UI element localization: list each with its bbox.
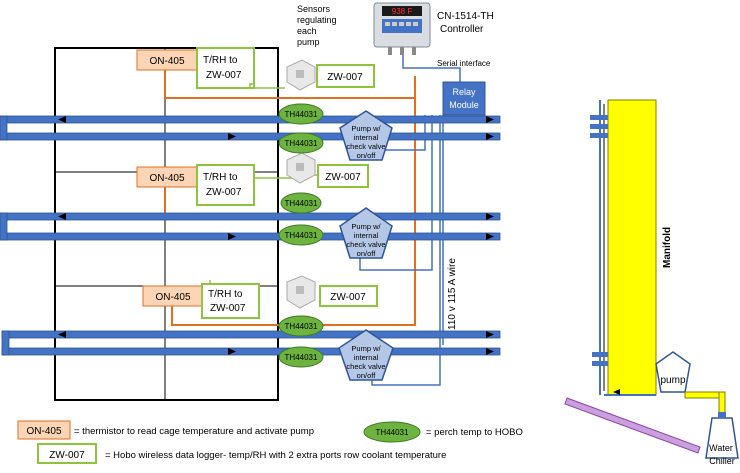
svg-text:ZW-007: ZW-007 [206,70,242,81]
sensors-caption: Sensors regulating each pump [297,4,337,47]
svg-text:pump: pump [660,375,685,386]
svg-text:Relay: Relay [452,87,476,97]
svg-text:on/off: on/off [357,151,377,160]
svg-text:TH44031: TH44031 [285,199,318,208]
pump-1: Pump w/ internal check valve on/off [339,110,393,161]
coolant-pipes [0,115,501,356]
flow-arrows [58,116,494,355]
svg-text:check valve: check valve [346,240,385,249]
svg-text:Sensors: Sensors [297,4,331,14]
legend: ON-405 = thermistor to read cage tempera… [17,420,523,464]
on405-box-3: ON-405 [142,285,204,307]
on405-box-2: ON-405 [136,166,198,188]
manifold-pump: pump [604,351,726,415]
trh-box-2: T/RH to ZW-007 [196,164,255,206]
hobo-device-3 [286,275,316,309]
water-chiller: Water Chiller [564,397,739,466]
svg-text:938 F: 938 F [392,7,413,16]
svg-text:internal: internal [354,133,379,142]
serial-interface-label: Serial interface [437,59,491,68]
svg-text:Pump w/: Pump w/ [351,222,381,231]
svg-text:check valve: check valve [346,362,385,371]
svg-text:Chiller: Chiller [709,456,735,466]
svg-text:ZW-007: ZW-007 [327,72,363,83]
th44031-sensors [278,103,324,368]
svg-text:= perch temp to HOBO: = perch temp to HOBO [426,427,523,438]
on405-box-1: ON-405 [136,49,198,71]
manifold [590,99,657,396]
controller-device: 938 F [373,2,431,55]
trh-box-1: T/RH to ZW-007 [196,47,255,89]
controller-subtitle: Controller [440,24,484,35]
svg-text:internal: internal [354,353,379,362]
zw007-box-3: ZW-007 [319,285,378,307]
svg-text:check valve: check valve [346,142,385,151]
svg-text:each: each [297,26,317,36]
cage-frame [54,47,279,401]
svg-text:T/RH to: T/RH to [203,55,238,66]
svg-text:ON-405: ON-405 [155,292,190,303]
trh-box-3: T/RH to ZW-007 [201,283,260,319]
svg-text:pump: pump [297,37,320,47]
svg-text:= thermistor to read cage temp: = thermistor to read cage temperature an… [74,426,314,437]
pump-2: Pump w/ internal check valve on/off [339,207,393,259]
svg-text:TH44031: TH44031 [285,322,318,331]
wire-label: 110 v 115 A wire [447,258,458,330]
th44031-labels: TH44031 TH44031 TH44031 TH44031 TH44031 … [285,110,318,362]
hobo-device-1 [286,59,316,91]
svg-text:on/off: on/off [357,249,377,258]
svg-text:Pump w/: Pump w/ [351,344,381,353]
svg-text:ON-405: ON-405 [149,173,184,184]
svg-text:TH44031: TH44031 [285,231,318,240]
svg-text:TH44031: TH44031 [285,139,318,148]
svg-text:T/RH to: T/RH to [208,289,243,300]
svg-text:TH44031: TH44031 [285,110,318,119]
svg-text:ZW-007: ZW-007 [210,303,246,314]
zw007-box-2: ZW-007 [317,164,369,188]
svg-text:ZW-007: ZW-007 [325,172,361,183]
svg-text:ZW-007: ZW-007 [49,450,85,461]
manifold-label: Manifold [662,227,673,268]
controller-title: CN-1514-TH [437,11,494,22]
svg-text:internal: internal [354,231,379,240]
svg-text:Pump w/: Pump w/ [351,124,381,133]
svg-text:Water: Water [709,443,733,453]
svg-text:on/off: on/off [357,371,377,380]
svg-text:ON-405: ON-405 [26,426,61,437]
pump-3: Pump w/ internal check valve on/off [338,329,394,381]
svg-text:= Hobo wireless data logger- t: = Hobo wireless data logger- temp/RH wit… [105,450,446,461]
svg-text:ZW-007: ZW-007 [330,292,366,303]
svg-text:T/RH to: T/RH to [203,172,238,183]
zw007-box-1: ZW-007 [316,64,375,88]
svg-text:Module: Module [449,100,479,110]
svg-text:ON-405: ON-405 [149,56,184,67]
relay-module: Relay Module [442,81,486,116]
svg-text:TH44031: TH44031 [376,428,409,437]
svg-text:ZW-007: ZW-007 [206,187,242,198]
svg-text:TH44031: TH44031 [285,353,318,362]
svg-text:regulating: regulating [297,15,337,25]
